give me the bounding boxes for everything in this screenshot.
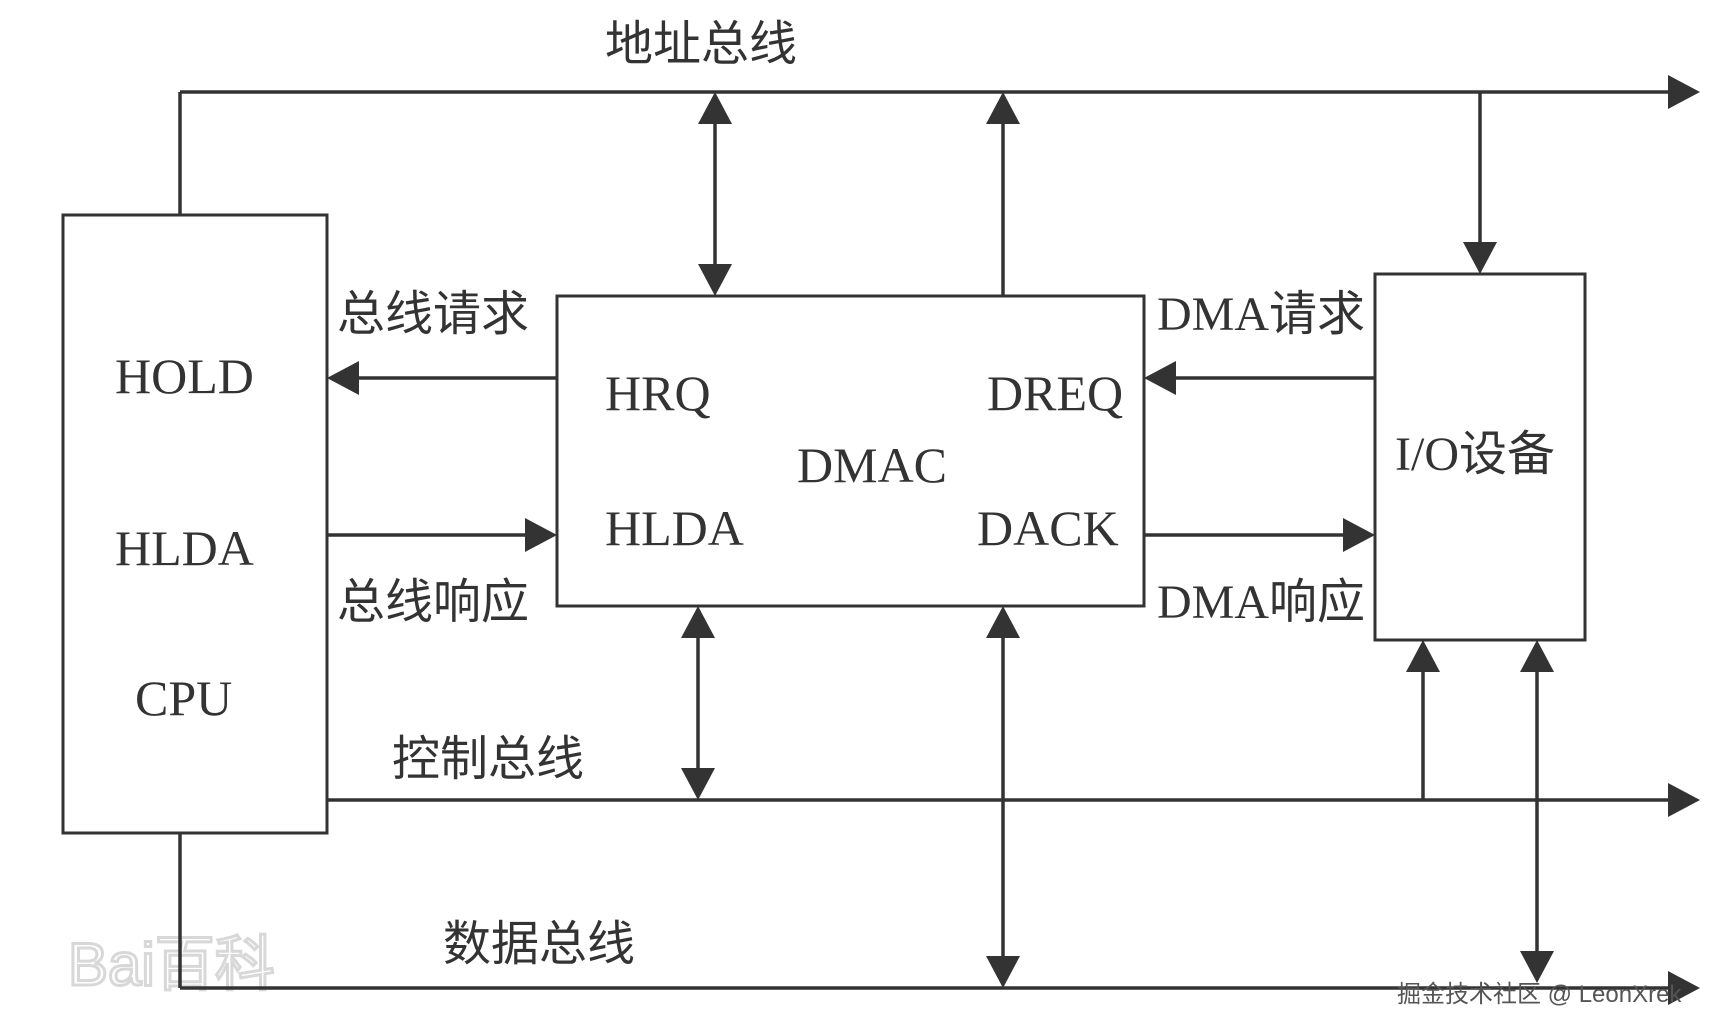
dmac-address-link-arrowhead-up	[698, 92, 732, 124]
io-data-link-arrowhead-down	[1520, 951, 1554, 983]
source-watermark: 掘金技术社区 @ LeonXrek	[1397, 981, 1682, 1008]
control-bus: 控制总线	[327, 733, 1700, 817]
io-block: I/O设备	[1373, 272, 1587, 642]
bus-request-arrowhead	[327, 361, 359, 395]
dmac-box	[555, 294, 1146, 608]
dma-response-signal: DMA响应	[1144, 518, 1375, 629]
control-bus-to-io-link	[1406, 640, 1440, 800]
io-data-bus-link	[1520, 640, 1554, 983]
dmac-control-link-arrowhead-down	[681, 768, 715, 800]
bus-request-signal: 总线请求	[327, 288, 557, 395]
dmac-block: HRQ HLDA DMAC DREQ DACK	[555, 294, 1146, 608]
dma-response-label: DMA响应	[1157, 576, 1365, 629]
dma-request-label: DMA请求	[1157, 288, 1365, 341]
dmac-data-bus-link	[986, 606, 1020, 988]
dmac-name-label: DMAC	[797, 437, 947, 493]
dma-response-arrowhead	[1343, 518, 1375, 552]
dmac-control-bus-link	[681, 606, 715, 800]
io-device-label: I/O设备	[1395, 428, 1555, 481]
data-bus-arrowhead	[1668, 971, 1700, 1005]
cpu-name-label: CPU	[135, 670, 232, 726]
bus-request-label: 总线请求	[337, 288, 529, 341]
dmac-address-bus-link	[698, 92, 732, 296]
bus-response-arrowhead	[525, 518, 557, 552]
dmac-address-output-arrowhead	[986, 92, 1020, 124]
dma-request-signal: DMA请求	[1144, 288, 1375, 395]
bus-response-label: 总线响应	[337, 576, 529, 629]
dmac-address-output-link	[986, 92, 1020, 296]
dmac-hrq-label: HRQ	[605, 365, 711, 421]
bus-response-signal: 总线响应	[327, 518, 557, 629]
cpu-box	[61, 213, 329, 835]
cpu-block: HOLD HLDA CPU	[61, 213, 329, 835]
dmac-control-link-arrowhead-up	[681, 606, 715, 638]
control-to-io-arrowhead	[1406, 640, 1440, 672]
cpu-hold-label: HOLD	[115, 348, 254, 404]
dma-request-arrowhead	[1144, 361, 1176, 395]
io-data-link-arrowhead-up	[1520, 640, 1554, 672]
data-bus-label: 数据总线	[443, 918, 635, 971]
cpu-hlda-label: HLDA	[115, 520, 254, 576]
address-bus-arrowhead	[1668, 75, 1700, 109]
dmac-dack-label: DACK	[977, 500, 1119, 556]
dmac-data-link-arrowhead-down	[986, 956, 1020, 988]
dmac-dreq-label: DREQ	[987, 365, 1123, 421]
address-bus-label: 地址总线	[605, 18, 797, 71]
address-bus-to-io-link	[1463, 92, 1497, 274]
control-bus-label: 控制总线	[392, 733, 584, 786]
dmac-address-link-arrowhead-down	[698, 264, 732, 296]
dmac-data-link-arrowhead-up	[986, 606, 1020, 638]
address-bus: 地址总线	[178, 18, 1700, 215]
address-to-io-arrowhead	[1463, 242, 1497, 274]
dmac-hlda-label: HLDA	[605, 500, 744, 556]
data-bus: 数据总线	[178, 833, 1700, 1005]
control-bus-arrowhead	[1668, 783, 1700, 817]
